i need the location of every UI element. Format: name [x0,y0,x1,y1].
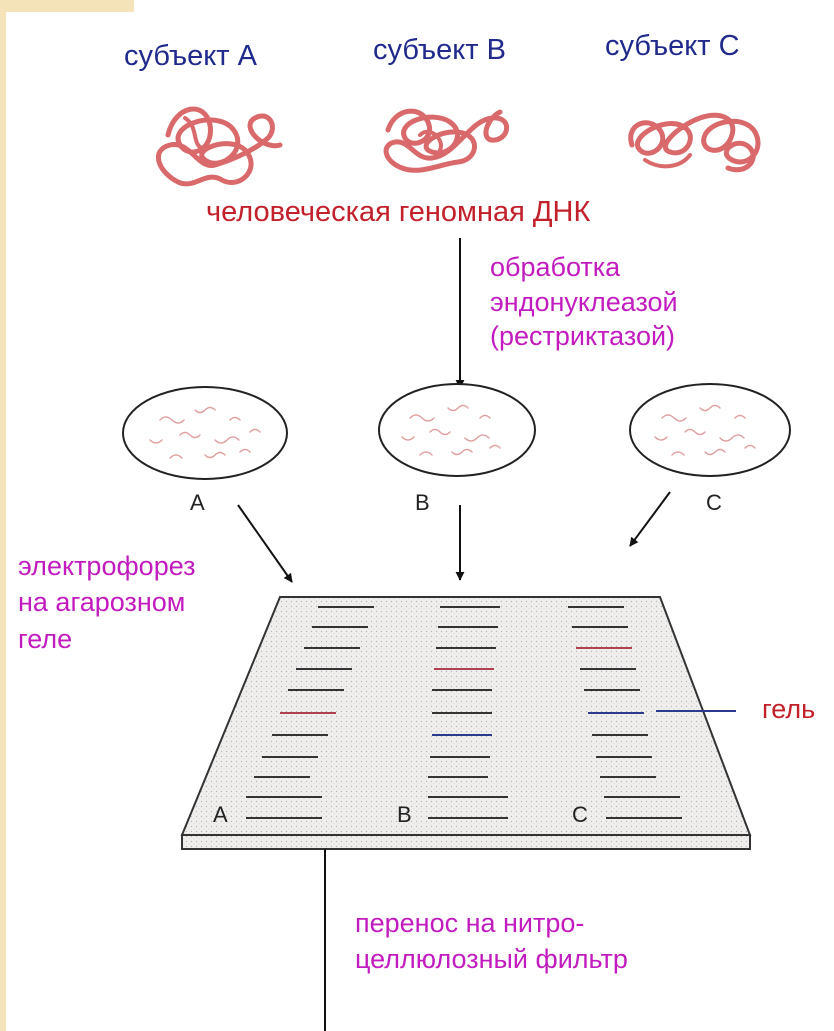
dish-a-label: A [190,490,205,515]
dish-a-arrow [238,505,292,582]
petri-dish-icon [379,384,535,476]
dna-coil-icon [631,115,758,170]
petri-dish-icon [123,387,287,479]
lane-b-label: B [397,802,412,827]
dish-c-label: C [706,490,722,515]
transfer-label: перенос на нитро- целлюлозный фильтр [355,905,628,978]
lane-c-label: C [572,802,588,827]
digestion-label: обработка эндонуклеазой (рестриктазой) [490,250,678,354]
dna-coil-icon [158,109,280,184]
dish-c-arrow [630,492,670,546]
subject-c-label: субъект C [605,30,740,63]
subject-b-label: субъект B [373,34,506,67]
electrophoresis-label: электрофорез на агарозном геле [18,548,196,657]
petri-dish-icon [630,384,790,476]
subject-a-label: субъект A [124,40,257,73]
dna-coil-icon [386,111,507,170]
dish-b-label: B [415,490,430,515]
gel-label: гель [762,694,815,725]
lane-a-label: A [213,802,228,827]
dna-label: человеческая геномная ДНК [206,196,590,229]
gel-slab-icon [182,597,750,849]
